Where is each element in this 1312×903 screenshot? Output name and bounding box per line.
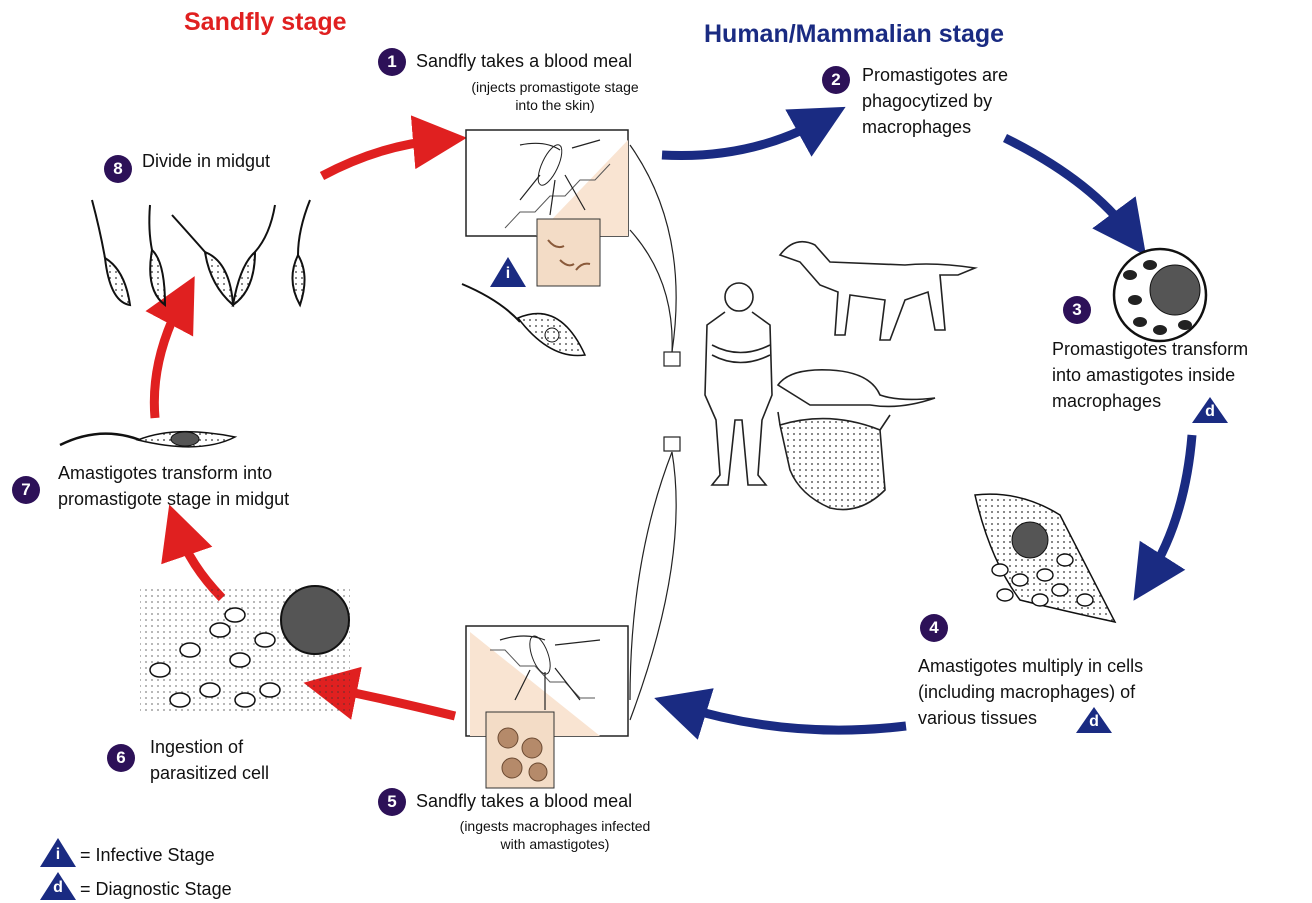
sandfly-feeding-box-1 <box>466 130 628 286</box>
human-stage-title: Human/Mammalian stage <box>704 20 1004 49</box>
step-3-line-3: macrophages <box>1052 390 1161 412</box>
step-5-sub-2: with amastigotes) <box>410 836 700 853</box>
macrophage-drawing <box>1114 249 1206 341</box>
arrow-2-to-3 <box>1005 138 1130 234</box>
step-1-badge: 1 <box>378 48 406 76</box>
step-5-label: Sandfly takes a blood meal <box>416 790 632 812</box>
sandfly-feeding-box-5 <box>466 626 628 788</box>
sloth-figure <box>778 412 890 510</box>
step-8-badge: 8 <box>104 155 132 183</box>
step-1-sub-1: (injects promastigote stage <box>420 79 690 96</box>
step-4-badge: 4 <box>920 614 948 642</box>
step-2-badge: 2 <box>822 66 850 94</box>
parasitized-cell-drawing <box>140 585 350 715</box>
step-6-badge: 6 <box>107 744 135 772</box>
legend-diagnostic-letter: d <box>50 879 66 897</box>
step-5-badge: 5 <box>378 788 406 816</box>
sandfly-stage-title: Sandfly stage <box>184 8 347 37</box>
promastigote-drawing <box>462 284 585 356</box>
step-6-line-1: Ingestion of <box>150 736 243 758</box>
step-6-line-2: parasitized cell <box>150 762 269 784</box>
human-figure <box>705 283 772 485</box>
arrow-1-to-2 <box>662 120 822 156</box>
step-1-sub-2: into the skin) <box>420 97 690 114</box>
legend-infective-letter: i <box>50 846 66 864</box>
elongated-promastigote-drawing <box>60 432 235 447</box>
step-2-line-3: macrophages <box>862 116 971 138</box>
step-7-badge: 7 <box>12 476 40 504</box>
legend-diagnostic-text: = Diagnostic Stage <box>80 879 232 900</box>
arrow-4-to-5 <box>680 706 906 730</box>
diagnostic-letter-4: d <box>1086 713 1102 731</box>
rodent-figure <box>778 370 935 407</box>
tissue-cell-drawing <box>975 494 1115 622</box>
arrow-7-to-8 <box>154 300 182 418</box>
step-7-line-2: promastigote stage in midgut <box>58 488 289 510</box>
step-3-badge: 3 <box>1063 296 1091 324</box>
dividing-promastigotes-drawing <box>92 200 310 305</box>
legend-infective-text: = Infective Stage <box>80 845 215 866</box>
step-4-line-1: Amastigotes multiply in cells <box>918 655 1143 677</box>
step-3-line-2: into amastigotes inside <box>1052 364 1235 386</box>
step-5-sub-1: (ingests macrophages infected <box>410 818 700 835</box>
step-4-line-3: various tissues <box>918 707 1037 729</box>
step-1-label: Sandfly takes a blood meal <box>416 50 632 72</box>
step-7-line-1: Amastigotes transform into <box>58 462 272 484</box>
arrow-3-to-4 <box>1148 435 1192 578</box>
step-4-line-2: (including macrophages) of <box>918 681 1135 703</box>
skin-site-upper <box>664 352 680 366</box>
step-8-label: Divide in midgut <box>142 150 270 172</box>
step-2-line-2: phagocytized by <box>862 90 992 112</box>
diagnostic-letter-3: d <box>1202 403 1218 421</box>
infective-letter-1: i <box>500 265 516 283</box>
dog-figure <box>780 242 975 340</box>
step-2-line-1: Promastigotes are <box>862 64 1008 86</box>
skin-site-lower <box>664 437 680 451</box>
arrow-8-to-1 <box>322 140 440 176</box>
step-3-line-1: Promastigotes transform <box>1052 338 1248 360</box>
